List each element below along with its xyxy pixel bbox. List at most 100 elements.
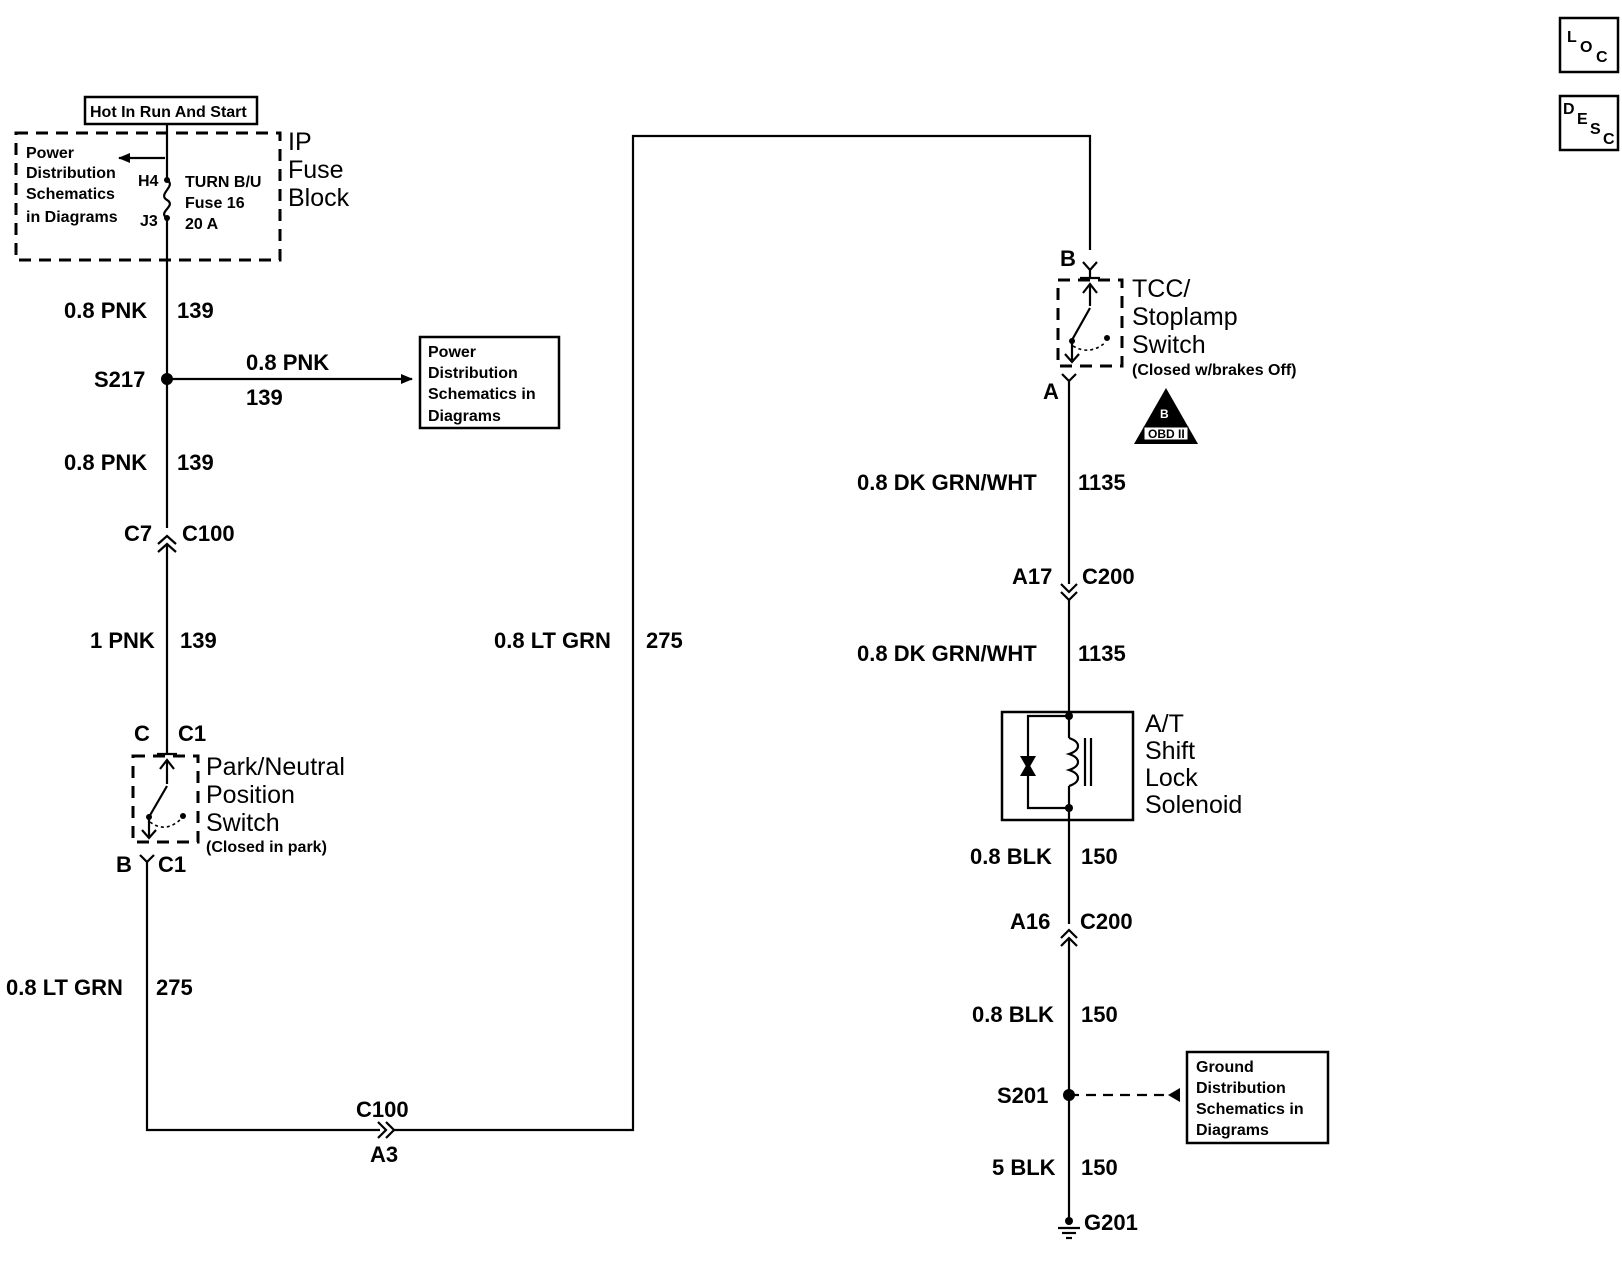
splice-s217-label: S217 [94,367,145,392]
left-w4-circuit: 275 [156,975,193,1000]
fuse-name-line2: Fuse [288,156,344,184]
fuse-label-line1: TURN B/U [185,174,261,191]
pnp-label-line3: Switch [206,809,280,837]
bottom-conn-pin: A3 [370,1142,398,1167]
pnp-conn-c1-top: C1 [178,721,206,746]
hot-label: Hot In Run And Start [90,104,247,121]
left-w2-circuit: 139 [177,450,214,475]
branch-gauge: 0.8 PNK [246,350,329,375]
solenoid-label-line2: Shift [1145,737,1195,765]
loc-icon[interactable]: L O C [1558,16,1620,74]
power-ref-line3: Schematics in [428,386,536,403]
desc-icon[interactable]: D E S C [1558,94,1620,152]
left-w4-gauge: 0.8 LT GRN [6,975,123,1000]
branch-circuit: 139 [246,385,283,410]
obd-ii-warning-icon: B OBD II [1134,388,1198,444]
tcc-label-line1: TCC/ [1132,275,1190,303]
left-w3-gauge: 1 PNK [90,628,155,653]
pnp-switch-outline [131,754,200,844]
pnp-note: (Closed in park) [206,839,327,856]
tcc-switch-blade-icon [1071,307,1091,341]
c200-a17-connector-icon [1060,583,1078,594]
ground-ref-line1: Ground [1196,1059,1254,1076]
power-ref-line4: Diagrams [428,408,501,425]
right-w2-gauge: 0.8 DK GRN/WHT [857,641,1037,666]
solenoid-label-line4: Solenoid [1145,791,1242,819]
solenoid-label-line1: A/T [1145,710,1184,738]
tcc-note: (Closed w/brakes Off) [1132,362,1296,379]
obd-badge-text: OBD II [1148,427,1185,441]
loc-icon-o: O [1580,39,1592,56]
loc-icon-l: L [1567,29,1577,46]
left-w1-gauge: 0.8 PNK [64,298,147,323]
conn-c100-name: C100 [182,521,235,546]
right-w3-gauge: 0.8 BLK [970,844,1052,869]
c100-a3-connector-icon [377,1121,388,1139]
middle-gauge: 0.8 LT GRN [494,628,611,653]
ground-ref-arrow [1168,1088,1180,1102]
c200-a16-connector-icon [1060,928,1078,939]
power-distribution-ref[interactable]: Power Distribution Schematics in Diagram… [418,335,561,430]
left-bottom-circuit: B C1 0.8 LT GRN 275 C100 A3 [6,134,1092,1167]
fuse-16-icon [163,124,171,221]
pnp-label-line1: Park/Neutral [206,753,345,781]
right-w1-gauge: 0.8 DK GRN/WHT [857,470,1037,495]
shift-lock-solenoid: A/T Shift Lock Solenoid [1000,710,1242,822]
desc-icon-e: E [1577,111,1588,128]
desc-icon-d: D [1563,101,1575,118]
tcc-pin-b: B [1060,246,1076,271]
right-lower-circuit: 0.8 BLK 150 A16 C200 0.8 BLK 150 S201 5 … [970,808,1180,1240]
ground-ref-line4: Diagrams [1196,1122,1269,1139]
c200-a17-name: C200 [1082,564,1135,589]
fuse-label-line2: Fuse 16 [185,195,245,212]
right-w4-gauge: 0.8 BLK [972,1002,1054,1027]
tcc-pin-a: A [1043,379,1059,404]
fuse-ref-line3: Schematics [26,186,115,203]
c100-connector-icon [157,534,177,545]
left-w2-gauge: 0.8 PNK [64,450,147,475]
ground-g201-label: G201 [1084,1210,1138,1235]
right-w4-circuit: 150 [1081,1002,1118,1027]
c200-a17-pin: A17 [1012,564,1052,589]
left-circuit: 0.8 PNK 139 S217 0.8 PNK 139 0.8 PNK 139… [64,218,413,746]
fuse-ref-line2: Distribution [26,165,116,182]
right-w3-circuit: 150 [1081,844,1118,869]
bottom-conn-name: C100 [356,1097,409,1122]
fuse-label-line3: 20 A [185,216,219,233]
desc-icon-c: C [1603,131,1615,148]
power-ref-line1: Power [428,344,476,361]
ground-ref-line2: Distribution [1196,1080,1286,1097]
tcc-label-line3: Switch [1132,331,1206,359]
fuse-pin-j3: J3 [140,213,158,230]
power-ref-line2: Distribution [428,365,518,382]
tcc-stoplamp-switch: B TCC/ Stoplamp Switch (Closed w/brakes … [1043,246,1296,404]
c200-a16-pin: A16 [1010,909,1050,934]
solenoid-outline [1000,710,1135,822]
fuse-block-outline [14,131,282,262]
left-w3-circuit: 139 [180,628,217,653]
right-w5-gauge: 5 BLK [992,1155,1056,1180]
fuse-ref-line1: Power [26,145,74,162]
solenoid-label-line3: Lock [1145,764,1198,792]
c200-a16-name: C200 [1080,909,1133,934]
obd-badge-letter: B [1160,407,1169,421]
ground-ref-line3: Schematics in [1196,1101,1304,1118]
fuse-name-line1: IP [288,128,312,156]
conn-c7-pin: C7 [124,521,152,546]
pnp-switch-blade-icon [148,785,168,818]
right-w2-circuit: 1135 [1078,641,1126,666]
tcc-switch-outline [1056,278,1124,368]
park-neutral-switch: Park/Neutral Position Switch (Closed in … [131,740,345,856]
loc-icon-c: C [1596,49,1608,66]
ground-distribution-ref[interactable]: Ground Distribution Schematics in Diagra… [1185,1050,1330,1145]
middle-circuit: 275 [646,628,683,653]
fuse-pin-h4: H4 [138,173,159,190]
desc-icon-s: S [1590,121,1601,138]
pnp-label-line2: Position [206,781,295,809]
left-w1-circuit: 139 [177,298,214,323]
right-w1-circuit: 1135 [1078,470,1126,495]
pnp-conn-c1-bot: C1 [158,852,186,877]
right-w5-circuit: 150 [1081,1155,1118,1180]
pnp-pin-c: C [134,721,150,746]
